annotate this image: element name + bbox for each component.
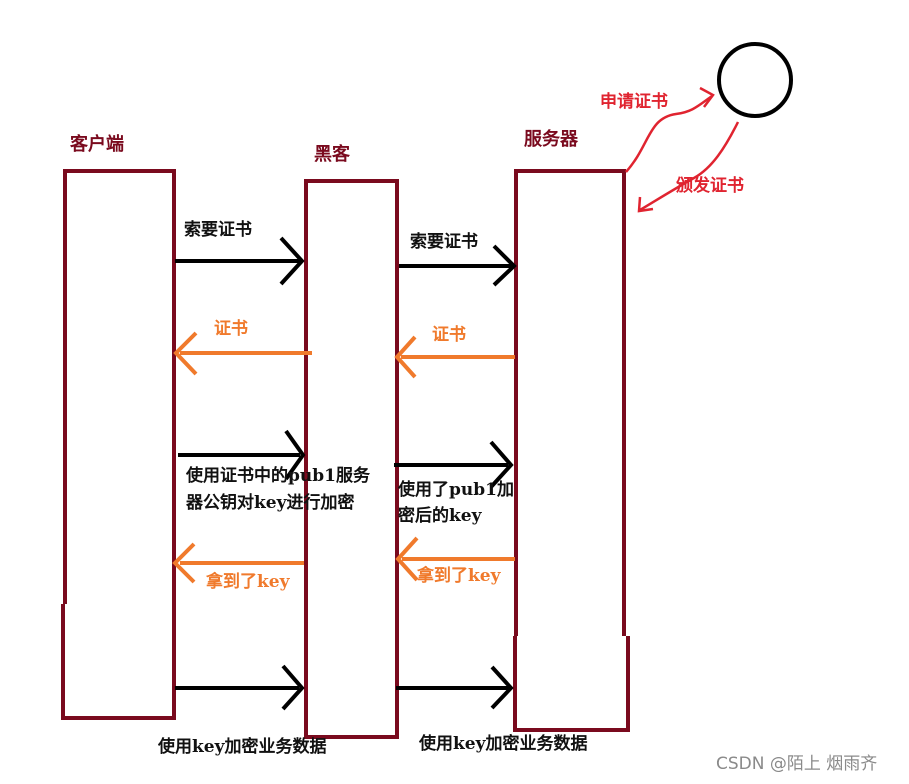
hacker-forward-key-arrow bbox=[394, 440, 514, 489]
issue-cert-label: 颁发证书 bbox=[676, 176, 744, 196]
request-cert-arrowhead bbox=[699, 86, 715, 108]
hacker-forward-label: 使用了pub1加密后的key bbox=[398, 480, 514, 526]
hacker-cert-arrow bbox=[173, 331, 312, 376]
server-got-key-label: 拿到了key bbox=[417, 566, 501, 586]
server-lifeline-box bbox=[513, 169, 630, 732]
hacker-request-label: 索要证书 bbox=[410, 232, 478, 252]
hacker-got-key-arrow bbox=[172, 542, 304, 584]
hacker-data-label: 使用key加密业务数据 bbox=[419, 734, 588, 754]
client-request-label: 索要证书 bbox=[184, 220, 252, 240]
certificate-authority-circle bbox=[717, 42, 793, 118]
client-data-label: 使用key加密业务数据 bbox=[158, 737, 327, 757]
hacker-lifeline-box bbox=[304, 179, 399, 739]
hacker-data-arrow bbox=[396, 665, 514, 710]
client-encrypted-key-arrow bbox=[178, 429, 306, 481]
hacker-request-arrow bbox=[399, 244, 517, 287]
client-lifeline-box bbox=[61, 169, 176, 720]
server-got-key-arrow bbox=[395, 536, 515, 582]
request-cert-arrow bbox=[625, 94, 713, 173]
hacker-label: 黑客 bbox=[314, 144, 350, 165]
issue-cert-arrow bbox=[639, 121, 740, 212]
watermark: CSDN @陌上 烟雨齐 bbox=[716, 754, 878, 774]
server-label: 服务器 bbox=[524, 129, 578, 150]
hacker-got-key-label: 拿到了key bbox=[206, 572, 290, 592]
hacker-cert-label: 证书 bbox=[214, 319, 248, 339]
client-request-arrow bbox=[175, 236, 305, 286]
request-cert-label: 申请证书 bbox=[600, 92, 668, 112]
client-encrypt-label: 使用证书中的pub1服务器公钥对key进行加密 bbox=[186, 466, 370, 513]
server-cert-arrow bbox=[394, 335, 515, 379]
client-data-arrow bbox=[175, 664, 305, 711]
issue-cert-arrowhead bbox=[637, 196, 654, 213]
server-cert-label: 证书 bbox=[432, 325, 466, 345]
client-label: 客户端 bbox=[70, 134, 124, 155]
